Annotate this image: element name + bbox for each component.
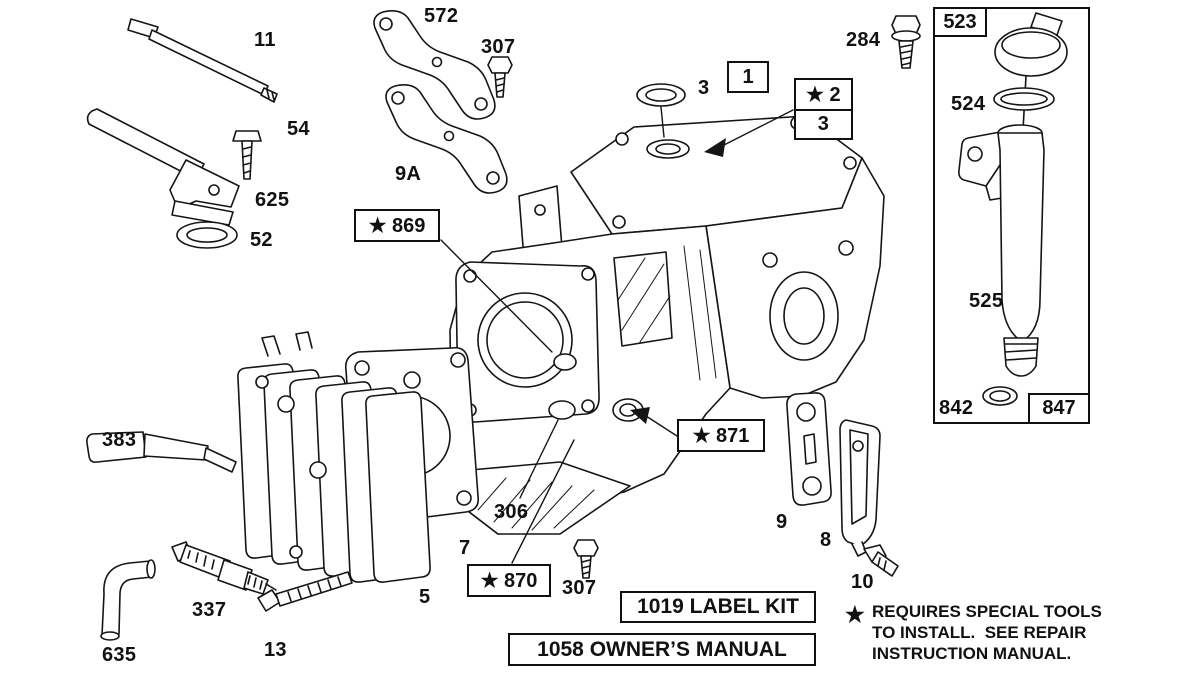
callout-box-847: 847 [1028,393,1090,424]
callout-box-1: 1 [727,61,769,93]
callout-383: 383 [102,429,137,451]
part-842-seal [982,386,1018,406]
part-383-tool [86,431,237,473]
callout-337: 337 [192,599,227,621]
callout-842: 842 [939,397,974,419]
callout-11: 11 [254,29,276,51]
part-3-seal-ring [636,83,686,107]
star-icon: ★ [845,602,865,627]
part-10-screw [863,544,899,577]
callout-box-2: ★ 2 [806,84,841,106]
part-307-screw-bottom [573,539,599,579]
part-525-tube [958,124,1045,377]
callout-625: 625 [255,189,290,211]
part-307-screw-top [487,56,513,98]
callout-524: 524 [951,93,986,115]
callout-13: 13 [264,639,287,661]
callout-box-869: ★ 869 [354,209,440,242]
part-524-oring [993,87,1055,111]
callout-3-top: 3 [698,77,710,99]
callout-307-bottom: 307 [562,577,597,599]
special-tools-footnote: ★ REQUIRES SPECIAL TOOLS TO INSTALL. SEE… [845,601,1175,664]
callout-9a: 9A [395,163,422,185]
dipstick-assembly-box [933,7,1090,424]
callout-635: 635 [102,644,137,666]
part-523-cap [994,12,1068,131]
part-54-bolt [232,130,262,180]
part-8-guard [839,419,881,557]
callout-box-523: 523 [933,7,987,37]
part-635-elbow [100,559,156,641]
callout-box-870: ★ 870 [467,564,551,597]
leader-lines [440,106,794,564]
callout-9: 9 [776,511,788,533]
part-625-tube-bracket [86,108,240,226]
callout-box-3: 3 [796,109,851,138]
callout-306: 306 [494,501,529,523]
part-5-cylinder-head [237,331,431,583]
callout-10: 10 [851,571,874,593]
part-cylinder-block [449,115,885,535]
callout-box-871: ★ 871 [677,419,765,452]
callout-54: 54 [287,118,310,140]
callout-7: 7 [459,537,471,559]
part-11-tube [127,18,278,103]
part-337-spark-plug [171,541,277,595]
part-572-gasket [373,10,496,120]
footnote-line-2: TO INSTALL. SEE REPAIR [872,623,1087,642]
callout-8: 8 [820,529,832,551]
part-52-gasket [176,221,238,249]
part-13-bolt [257,571,353,612]
callout-5: 5 [419,586,431,608]
footnote-line-1: REQUIRES SPECIAL TOOLS [872,602,1102,621]
callout-525: 525 [969,290,1004,312]
part-284-bolt [891,15,921,69]
part-9a-gasket [385,84,508,194]
owners-manual-box: 1058 OWNER’S MANUAL [508,633,816,666]
label-kit-box: 1019 LABEL KIT [620,591,816,623]
callout-284: 284 [846,29,881,51]
footnote-line-3: INSTRUCTION MANUAL. [872,644,1072,663]
callout-box-2-3: ★ 2 3 [794,78,853,140]
callout-307-top: 307 [481,36,516,58]
callout-52: 52 [250,229,273,251]
callout-572: 572 [424,5,459,27]
part-9-exhaust-gasket [786,392,832,506]
